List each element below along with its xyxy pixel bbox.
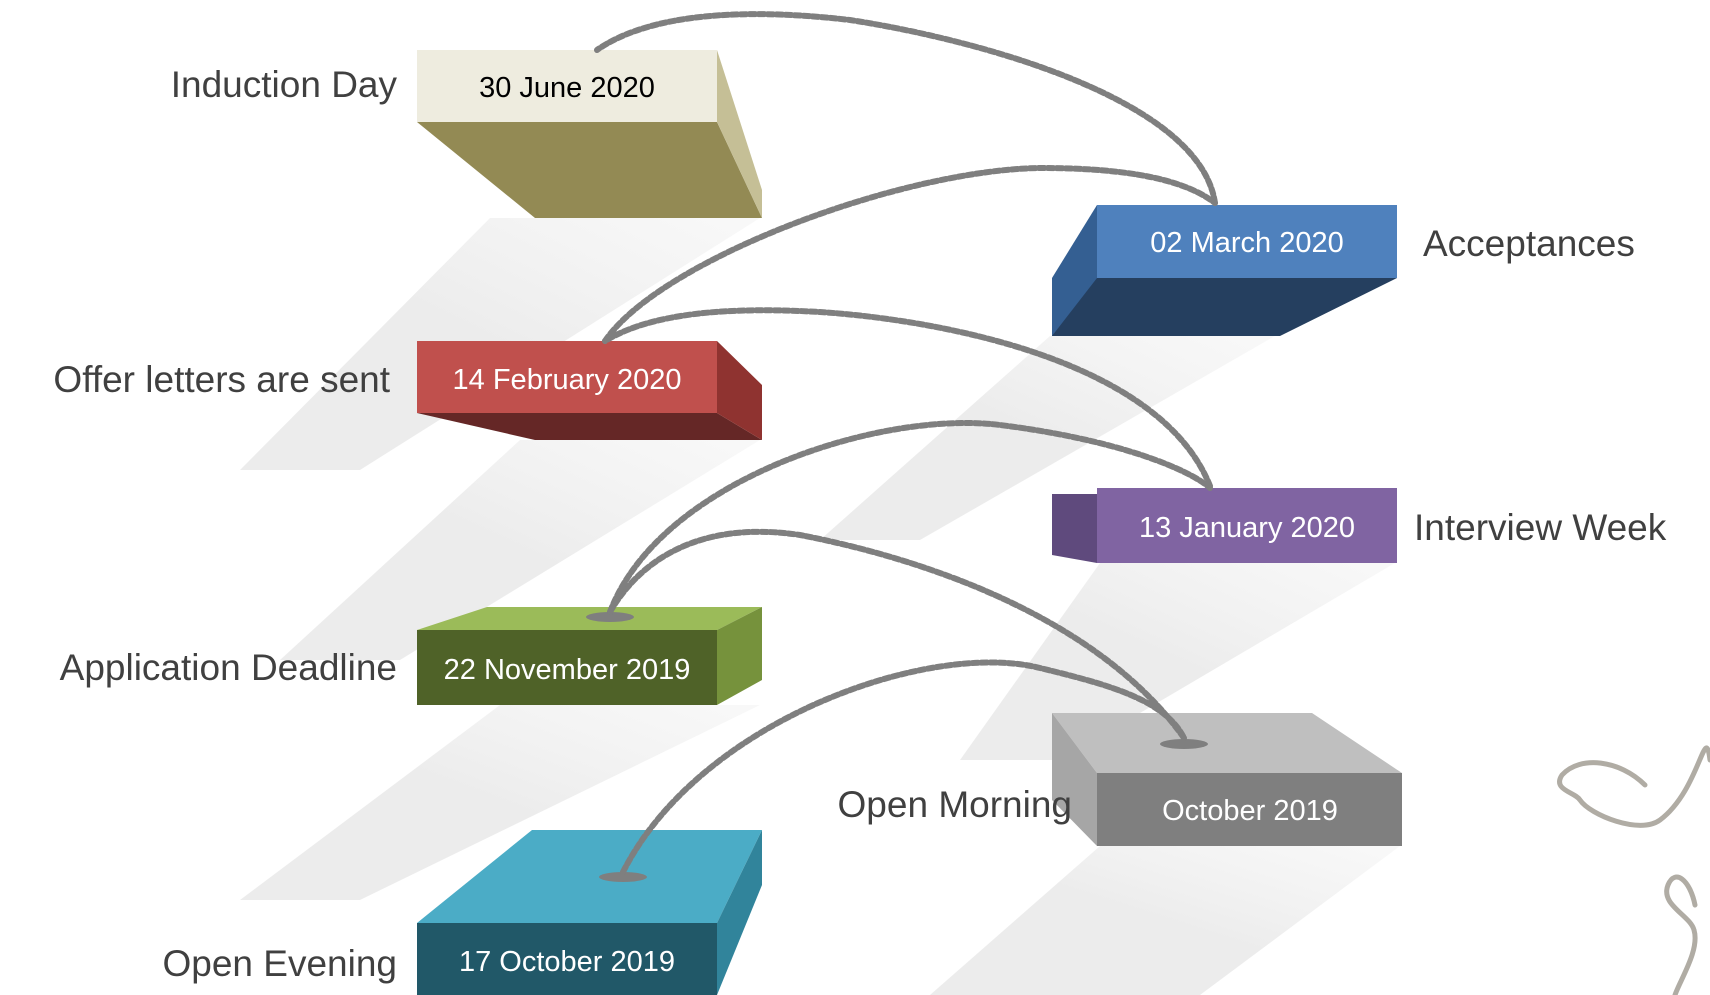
- block-open-morning-top: [1052, 713, 1402, 773]
- block-acceptances-side: [1052, 205, 1097, 336]
- block-acceptances-bottom: [1052, 278, 1397, 336]
- label-induction-day: Induction Day: [171, 64, 398, 105]
- label-open-morning: Open Morning: [838, 784, 1072, 825]
- connector-interview-week-to-offer-letters: [602, 307, 1213, 489]
- block-acceptances-front: [1097, 205, 1397, 278]
- label-application-deadline: Application Deadline: [60, 647, 397, 688]
- connector-acceptances-to-induction-day: [594, 11, 1218, 206]
- label-interview-week: Interview Week: [1414, 507, 1667, 548]
- anchor-dot-open-morning: [1160, 739, 1208, 749]
- block-open-morning-front: [1097, 773, 1402, 846]
- date-induction-day: 30 June 2020: [479, 72, 655, 104]
- block-interview-week-front: [1097, 488, 1397, 563]
- block-application-deadline-front: [417, 630, 717, 705]
- connector-open-evening-to-open-morning: [620, 659, 1187, 875]
- block-acceptances: 02 March 2020: [1052, 205, 1397, 336]
- block-offer-letters-side: [717, 341, 762, 440]
- block-open-morning: October 2019: [1052, 713, 1402, 846]
- date-open-evening: 17 October 2019: [459, 946, 675, 978]
- label-offer-letters: Offer letters are sent: [53, 359, 390, 400]
- block-offer-letters-bottom: [417, 413, 762, 440]
- date-acceptances: 02 March 2020: [1150, 227, 1343, 259]
- block-offer-letters: 14 February 2020: [417, 341, 762, 440]
- date-open-morning: October 2019: [1162, 795, 1338, 827]
- block-application-deadline-side: [717, 607, 762, 705]
- block-interview-week: 13 January 2020: [1052, 488, 1397, 563]
- block-application-deadline: 22 November 2019: [417, 607, 762, 705]
- shadow-offer-letters: [280, 440, 760, 660]
- block-open-evening-front: [417, 923, 717, 995]
- block-open-evening: 17 October 2019: [417, 830, 762, 995]
- block-induction-day-front: [417, 50, 717, 122]
- block-induction-day-side: [717, 50, 762, 218]
- shadow-acceptances: [820, 336, 1275, 540]
- connectors: [594, 11, 1218, 875]
- date-interview-week: 13 January 2020: [1139, 512, 1355, 544]
- date-application-deadline: 22 November 2019: [444, 654, 691, 686]
- block-open-evening-side: [717, 830, 762, 995]
- connector-offer-letters-to-acceptances: [602, 164, 1218, 344]
- shadow-open-morning: [930, 846, 1400, 995]
- block-induction-day: 30 June 2020: [417, 50, 762, 218]
- label-open-evening: Open Evening: [162, 943, 397, 984]
- block-open-morning-side: [1052, 713, 1097, 846]
- label-acceptances: Acceptances: [1423, 223, 1635, 264]
- block-interview-week-side: [1052, 494, 1097, 563]
- shadow-interview-week: [960, 563, 1395, 760]
- decorative-squiggle: [1557, 745, 1710, 995]
- connector-open-morning-to-application-deadline: [607, 528, 1187, 741]
- block-open-evening-top: [417, 830, 762, 923]
- date-offer-letters: 14 February 2020: [453, 364, 682, 396]
- anchor-dot-application-deadline: [586, 612, 634, 622]
- connector-application-deadline-to-interview-week: [607, 420, 1213, 615]
- block-offer-letters-front: [417, 341, 717, 413]
- shadow-application-deadline: [240, 705, 760, 900]
- block-induction-day-bottom: [417, 122, 762, 218]
- event-labels: Induction Day Acceptances Offer letters …: [53, 64, 1666, 984]
- anchor-dot-open-evening: [599, 872, 647, 882]
- shadow-layer: [240, 218, 1400, 995]
